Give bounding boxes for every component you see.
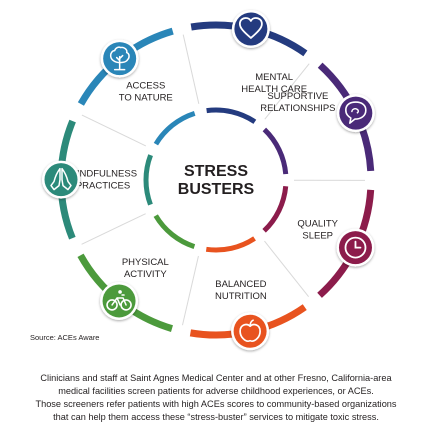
- segment-label-line2: PRACTICES: [76, 181, 130, 192]
- spoke-divider: [182, 34, 200, 105]
- segment-label-line1: QUALITY: [297, 218, 338, 229]
- segment-label-line1: SUPPORTIVE: [267, 91, 328, 102]
- spoke-divider: [81, 114, 147, 147]
- inner-ring-arc: [262, 185, 289, 233]
- heart-badge: [231, 9, 270, 48]
- segment-label-line2: SLEEP: [302, 230, 333, 241]
- segment-label-line2: ACTIVITY: [124, 269, 167, 280]
- heart-icon: [238, 17, 263, 39]
- inner-ring-arc: [153, 214, 196, 249]
- speech-bubble-icon: [345, 101, 367, 124]
- inner-ring-arc: [262, 127, 289, 175]
- bicycle-badge: [100, 281, 139, 320]
- caption-line: medical facilities screen patients for a…: [58, 386, 374, 396]
- segment-label-line2: TO NATURE: [119, 92, 173, 103]
- tree-badge: [100, 39, 139, 78]
- inner-ring-arc: [143, 154, 153, 206]
- clock-badge: [336, 228, 375, 267]
- spoke-divider: [181, 255, 199, 326]
- segment-label-line1: MINDFULNESS: [69, 169, 137, 180]
- segment-label-line2: RELATIONSHIPS: [260, 103, 335, 114]
- inner-ring-arc: [205, 236, 256, 253]
- caption-line: that can help them access these “stress-…: [53, 412, 379, 422]
- apple-badge: [231, 312, 270, 351]
- segment-label-line1: PHYSICAL: [122, 257, 169, 268]
- center-title-line2: BUSTERS: [178, 181, 255, 198]
- spoke-divider: [264, 240, 310, 298]
- spoke-divider: [81, 213, 146, 245]
- segment-label-line2: NUTRITION: [215, 291, 267, 302]
- caption-line: Clinicians and staff at Saint Agnes Medi…: [40, 373, 392, 383]
- clock-icon: [344, 236, 367, 259]
- bicycle-icon: [106, 290, 132, 311]
- praying-hands-icon: [50, 167, 72, 191]
- tree-icon: [109, 46, 130, 71]
- spoke-divider: [264, 63, 310, 120]
- segment-label-line1: BALANCED: [215, 279, 266, 290]
- segment-label-line1: MENTAL: [255, 72, 293, 83]
- inner-ring-arc: [206, 107, 257, 124]
- source-note: Source: ACEs Aware: [30, 333, 99, 342]
- inner-ring-arc: [153, 110, 196, 146]
- segment-label-line1: ACCESS: [126, 80, 165, 91]
- center-title-line1: STRESS: [184, 163, 248, 180]
- caption: Clinicians and staff at Saint Agnes Medi…: [0, 372, 432, 424]
- segment-label-line2: HEALTH CARE: [241, 84, 307, 95]
- speech-bubble-badge: [336, 94, 375, 133]
- caption-line: Those screeners refer patients with high…: [35, 399, 397, 409]
- praying-hands-badge: [42, 160, 80, 199]
- apple-icon: [239, 319, 261, 343]
